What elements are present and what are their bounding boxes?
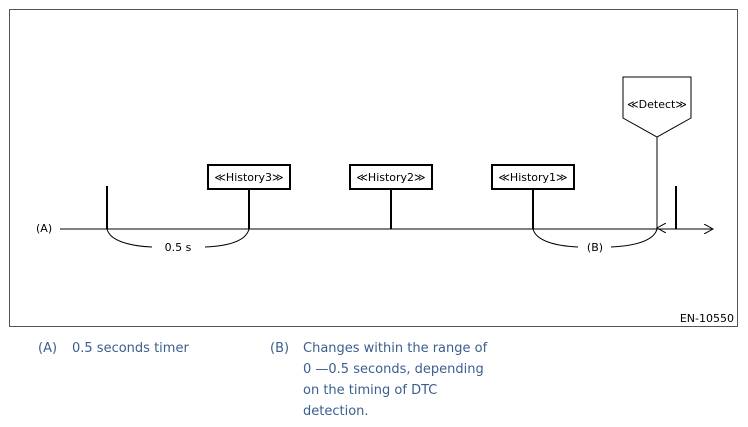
figure-id: EN-10550 <box>680 312 734 325</box>
range-curve <box>532 228 658 248</box>
legend-text-a: 0.5 seconds timer <box>72 341 189 356</box>
history3-box <box>207 164 291 190</box>
history3-label: ≪History3≫ <box>214 171 283 184</box>
legend-item-a: (A) 0.5 seconds timer <box>38 338 238 360</box>
range-label: (B) <box>587 241 603 254</box>
interval-label: 0.5 s <box>165 241 192 254</box>
axis-label: (A) <box>36 222 52 235</box>
legend-key-a: (A) <box>38 341 58 356</box>
legend-key-b: (B) <box>270 341 290 356</box>
detect-label: ≪Detect≫ <box>627 98 687 111</box>
history1-box <box>491 164 575 190</box>
legend-item-b: (B) Changes within the range of 0 —0.5 s… <box>270 338 510 424</box>
history1-label: ≪History1≫ <box>498 171 567 184</box>
history2-label: ≪History2≫ <box>356 171 425 184</box>
legend-text-b-line: detection. <box>303 404 369 419</box>
history2-box <box>349 164 433 190</box>
interval-curve <box>106 228 250 248</box>
legend-text-b: Changes within the range of 0 —0.5 secon… <box>303 338 487 422</box>
legend-text-b-line: on the timing of DTC <box>303 383 438 398</box>
detect-marker <box>622 76 692 138</box>
legend-text-b-line: 0 —0.5 seconds, depending <box>303 362 484 377</box>
legend-text-b-line: Changes within the range of <box>303 341 488 356</box>
